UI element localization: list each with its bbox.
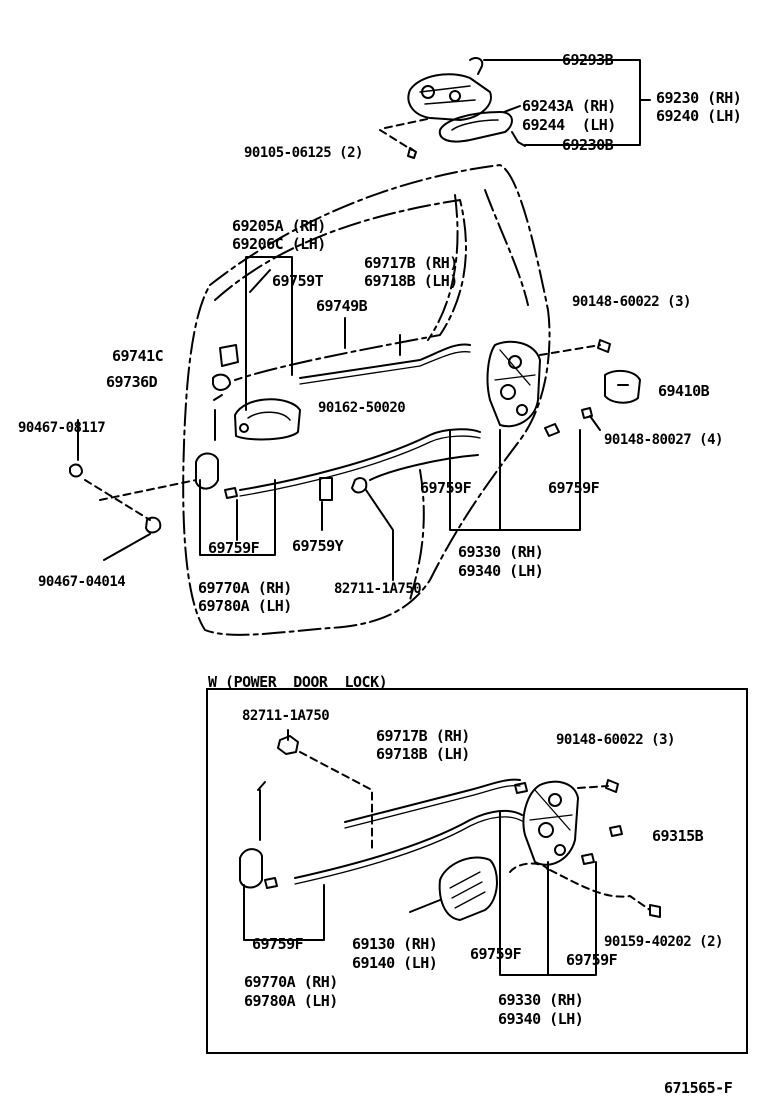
label-90467-08117: 90467-08117 [18, 420, 106, 436]
label-90148-60022: 90148-60022 (3) [572, 294, 691, 310]
leader-69205 [245, 256, 293, 411]
inset-label-69718B: 69718B (LH) [376, 745, 470, 763]
leader-69330 [449, 429, 581, 531]
label-69205A: 69205A (RH) [232, 217, 326, 235]
label-90148-80027: 90148-80027 (4) [604, 432, 723, 448]
label-69330: 69330 (RH) [458, 543, 544, 561]
inset-label-69140: 69140 (LH) [352, 954, 438, 972]
label-69230B: 69230B [562, 136, 614, 154]
label-90105-06125: 90105-06125 (2) [244, 145, 363, 161]
inset-label-69759F-right: 69759F [566, 951, 618, 969]
label-69759T: 69759T [272, 272, 324, 290]
clip-69759F-a [224, 487, 238, 499]
clip-90467-08117 [69, 463, 83, 478]
label-69770A: 69770A (RH) [198, 579, 292, 597]
inset-label-69315B: 69315B [652, 827, 704, 845]
label-69780A: 69780A (LH) [198, 597, 292, 615]
outside-handle-drawing [407, 57, 526, 147]
label-69759F-left: 69759F [208, 539, 260, 557]
leader-69770 [199, 479, 276, 556]
switch-82711 [351, 477, 368, 494]
inset-label-82711-1A750: 82711-1A750 [242, 708, 330, 724]
bolt-90148-80027 [581, 407, 593, 419]
door-lock-assembly-inset [522, 780, 579, 866]
inset-label-69780A: 69780A (LH) [244, 992, 338, 1010]
inset-drawing [239, 729, 661, 976]
inset-label-69340: 69340 (LH) [498, 1010, 584, 1028]
clip-69741C [219, 344, 239, 367]
inset-label-69717B: 69717B (RH) [376, 727, 470, 745]
rods-drawing [213, 343, 481, 497]
label-90162-50020: 90162-50020 [318, 400, 406, 416]
inset-label-69759F-center: 69759F [470, 945, 522, 963]
inset-label-69130: 69130 (RH) [352, 935, 438, 953]
clip-90467-04014 [145, 516, 162, 534]
leader-90105 [379, 117, 433, 151]
door-lock-assembly-drawing [486, 340, 541, 428]
inset-label-90148-60022: 90148-60022 (3) [556, 732, 675, 748]
actuator-69130 [438, 856, 498, 921]
inset-label-69330: 69330 (RH) [498, 991, 584, 1009]
label-69741C: 69741C [112, 347, 164, 365]
label-69340: 69340 (LH) [458, 562, 544, 580]
inset-label-69770A: 69770A (RH) [244, 973, 338, 991]
inside-handle-drawing [234, 398, 301, 441]
label-69230: 69230 (RH) [656, 89, 742, 107]
inset-title: W (POWER DOOR LOCK) [208, 673, 388, 691]
inset-label-69759F-left: 69759F [252, 935, 304, 953]
label-69717B: 69717B (RH) [364, 254, 458, 272]
window-frame [214, 199, 467, 381]
leader-69243 [503, 105, 521, 113]
label-69243A: 69243A (RH) [522, 97, 616, 115]
inset-box [206, 688, 748, 1054]
switch-82711-inset [277, 735, 299, 755]
label-69410B: 69410B [658, 382, 710, 400]
label-69293B: 69293B [562, 51, 614, 69]
label-69759Y: 69759Y [292, 537, 344, 555]
label-69206C: 69206C (LH) [232, 235, 326, 253]
striker-69410B [604, 369, 641, 404]
leader-69230 [483, 59, 651, 146]
label-69736D: 69736D [106, 373, 158, 391]
part-69759Y [319, 477, 333, 501]
clip-69759F-b [544, 423, 560, 437]
label-69718B: 69718B (LH) [364, 272, 458, 290]
label-69759F-center: 69759F [420, 479, 472, 497]
label-69240: 69240 (LH) [656, 107, 742, 125]
door-outline [182, 164, 551, 636]
label-90467-04014: 90467-04014 [38, 574, 126, 590]
label-69759F-right: 69759F [548, 479, 600, 497]
figure-code: 671565-F [664, 1079, 733, 1097]
bolt-90148-60022 [597, 339, 611, 353]
bolt-90105 [407, 147, 417, 159]
inset-label-90159-40202: 90159-40202 (2) [604, 934, 723, 950]
clip-69736D [212, 373, 231, 391]
label-69749B: 69749B [316, 297, 368, 315]
label-69244: 69244 (LH) [522, 116, 616, 134]
label-82711-1A750: 82711-1A750 [334, 581, 422, 597]
